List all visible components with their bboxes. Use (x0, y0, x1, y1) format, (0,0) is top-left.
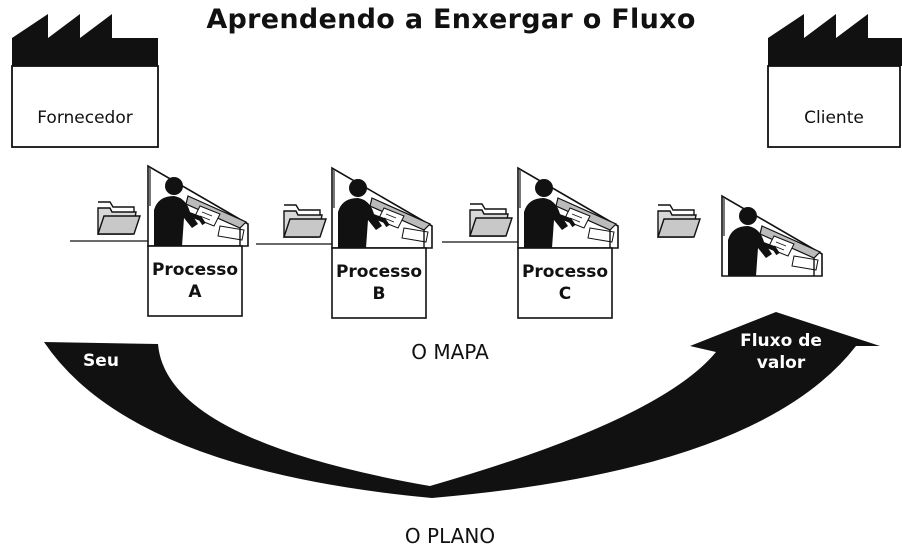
process-letter: C (558, 284, 572, 304)
value-stream-arrow (44, 312, 880, 498)
factory-icon (12, 14, 158, 66)
supplier-label: Fornecedor (37, 108, 133, 128)
process-letter: A (188, 282, 202, 302)
worker-at-desk-icon (330, 166, 434, 250)
process-letter: B (372, 284, 386, 304)
process-box-a (147, 245, 243, 317)
map-label: O MAPA (411, 340, 489, 364)
arrow-start-label: Seu (83, 351, 119, 371)
process-box-b (331, 247, 427, 319)
folder-icon (657, 204, 701, 238)
process-name: Processo (335, 262, 423, 282)
folder-icon (283, 204, 327, 238)
factory-icon (768, 14, 902, 66)
process-name: Processo (521, 262, 609, 282)
plan-label: O PLANO (404, 524, 496, 548)
process-a-label: Processo A (148, 259, 242, 303)
page-title: Aprendendo a Enxergar o Fluxo (206, 4, 696, 35)
customer-label: Cliente (804, 108, 864, 128)
process-box-c (517, 247, 613, 319)
arrow-end-line2: valor (756, 353, 806, 373)
folder-icon (97, 201, 141, 235)
arrow-end-line1: Fluxo de (740, 331, 822, 351)
worker-at-desk-icon (720, 194, 824, 278)
process-name: Processo (151, 260, 239, 280)
arrow-end-label: Fluxo de valor (726, 330, 836, 374)
worker-at-desk-icon (516, 166, 620, 250)
process-b-label: Processo B (332, 261, 426, 305)
worker-at-desk-icon (146, 164, 250, 248)
process-c-label: Processo C (518, 261, 612, 305)
customer-factory (767, 14, 902, 148)
folder-icon (469, 203, 513, 237)
supplier-factory (11, 14, 159, 148)
